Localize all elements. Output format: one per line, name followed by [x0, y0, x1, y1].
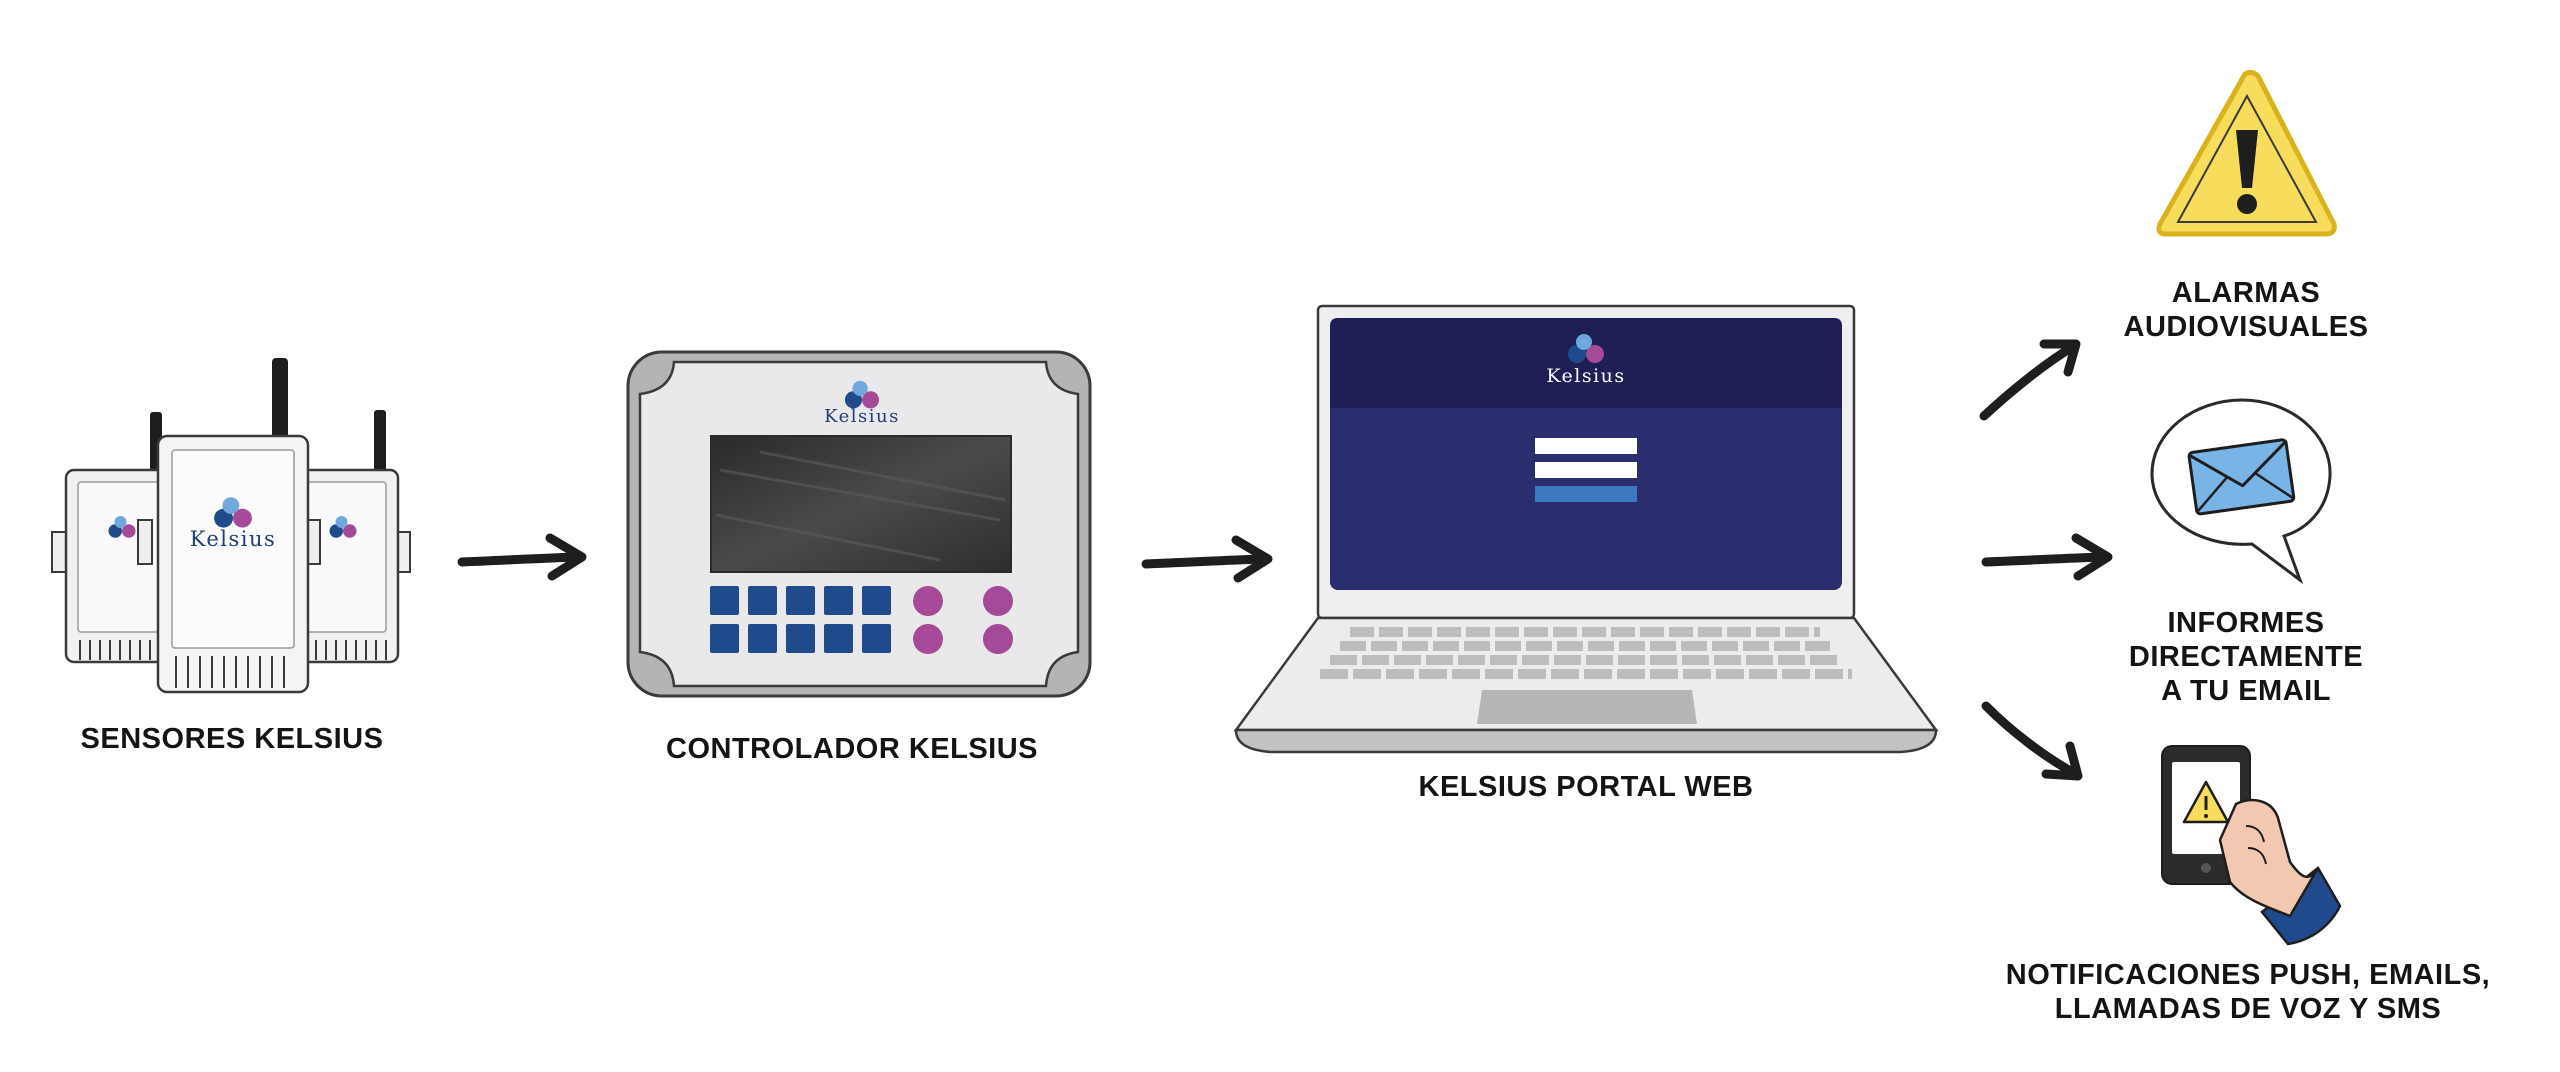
phone-hand-icon	[2161, 745, 2342, 946]
controller-keypad	[710, 586, 891, 653]
portal-login-button	[1535, 486, 1637, 502]
envelope-icon	[2187, 438, 2296, 516]
hand	[2218, 798, 2320, 918]
laptop-touchpad	[1477, 690, 1697, 724]
sleeve	[2260, 866, 2342, 946]
laptop-keyboard	[1320, 627, 1852, 679]
phone-warning-icon	[2182, 780, 2230, 824]
portal-logo-text: Kelsius	[1546, 365, 1625, 387]
controller-screen	[710, 435, 1012, 573]
notifications-label-line-1: NOTIFICACIONES PUSH, EMAILS,	[2006, 959, 2490, 991]
arrow-portal-to-reports	[1981, 533, 2113, 581]
arrow-portal-to-alarms	[1979, 339, 2081, 421]
alarms-label-line-2: AUDIOVISUALES	[2124, 311, 2369, 343]
sensor-left	[51, 412, 174, 664]
arrow-portal-to-notifications	[1981, 701, 2083, 781]
warning-icon	[2156, 69, 2337, 237]
arrow-sensors-to-controller	[457, 533, 587, 581]
sensors-icon: Kelsius	[51, 358, 411, 694]
portal-login-user	[1535, 438, 1637, 454]
portal-login-pass	[1535, 462, 1637, 478]
reports-label-line-3: A TU EMAIL	[2161, 675, 2331, 707]
laptop-icon: Kelsius	[1233, 304, 1939, 754]
notifications-label-line-2: LLAMADAS DE VOZ Y SMS	[2055, 993, 2441, 1025]
controller-label: CONTROLADOR KELSIUS	[666, 733, 1038, 765]
sensor-center: Kelsius	[137, 358, 321, 694]
sensor-logo-text: Kelsius	[190, 527, 277, 551]
email-bubble-icon	[2150, 398, 2332, 585]
arrow-controller-to-portal	[1141, 535, 1273, 583]
reports-label-line-2: DIRECTAMENTE	[2129, 641, 2363, 673]
portal-label: KELSIUS PORTAL WEB	[1419, 771, 1754, 803]
controller-logo-text: Kelsius	[824, 406, 900, 427]
reports-label-line-1: INFORMES	[2167, 607, 2324, 639]
controller-icon: Kelsius	[626, 350, 1092, 698]
sensors-label: SENSORES KELSIUS	[81, 723, 384, 755]
controller-round-buttons	[913, 586, 1013, 654]
alarms-label-line-1: ALARMAS	[2172, 277, 2321, 309]
sensor-right	[290, 410, 411, 664]
